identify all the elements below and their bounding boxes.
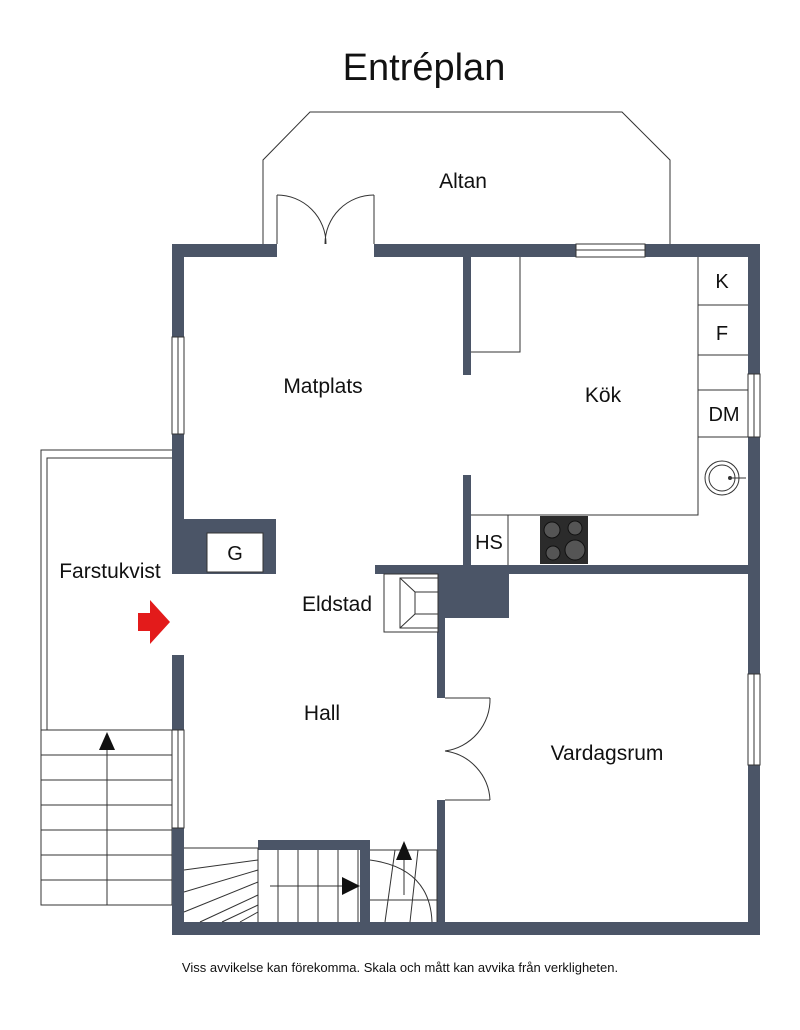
closet-box [206,532,264,573]
fixture-label-k: K [715,271,729,293]
fixture-label-g: G [227,543,243,565]
windows [171,243,761,829]
plan-title: Entréplan [343,47,506,89]
altan-double-door [276,194,375,245]
fireplace [383,573,439,633]
stair-arrow-icon [342,877,360,895]
outside-steps [40,729,173,906]
entry-arrow-icon [138,600,170,644]
disclaimer-text: Viss avvikelse kan förekomma. Skala och … [181,960,619,975]
fixture-label-f: F [716,323,728,345]
stair-arrow-icon [99,732,115,750]
stove-icon [540,516,588,564]
room-label-eldstad: Eldstad [302,593,372,616]
farstukvist-inner [46,457,172,730]
room-label-matplats: Matplats [283,375,362,398]
room-label-hall: Hall [304,702,340,725]
room-label-kok: Kök [585,384,622,407]
walls [172,244,760,935]
altan-outline [262,111,671,244]
room-label-farstukvist: Farstukvist [59,560,161,583]
vardagsrum-door [444,697,491,801]
fixture-label-hs: HS [475,532,503,554]
stair-arrow-icon [396,841,412,860]
inner-stairs [183,840,438,923]
room-label-vardagsrum: Vardagsrum [551,742,664,765]
room-label-altan: Altan [439,170,487,193]
fixture-label-dm: DM [708,404,739,426]
kitchen-counter [471,257,748,565]
sink-icon [704,460,746,496]
